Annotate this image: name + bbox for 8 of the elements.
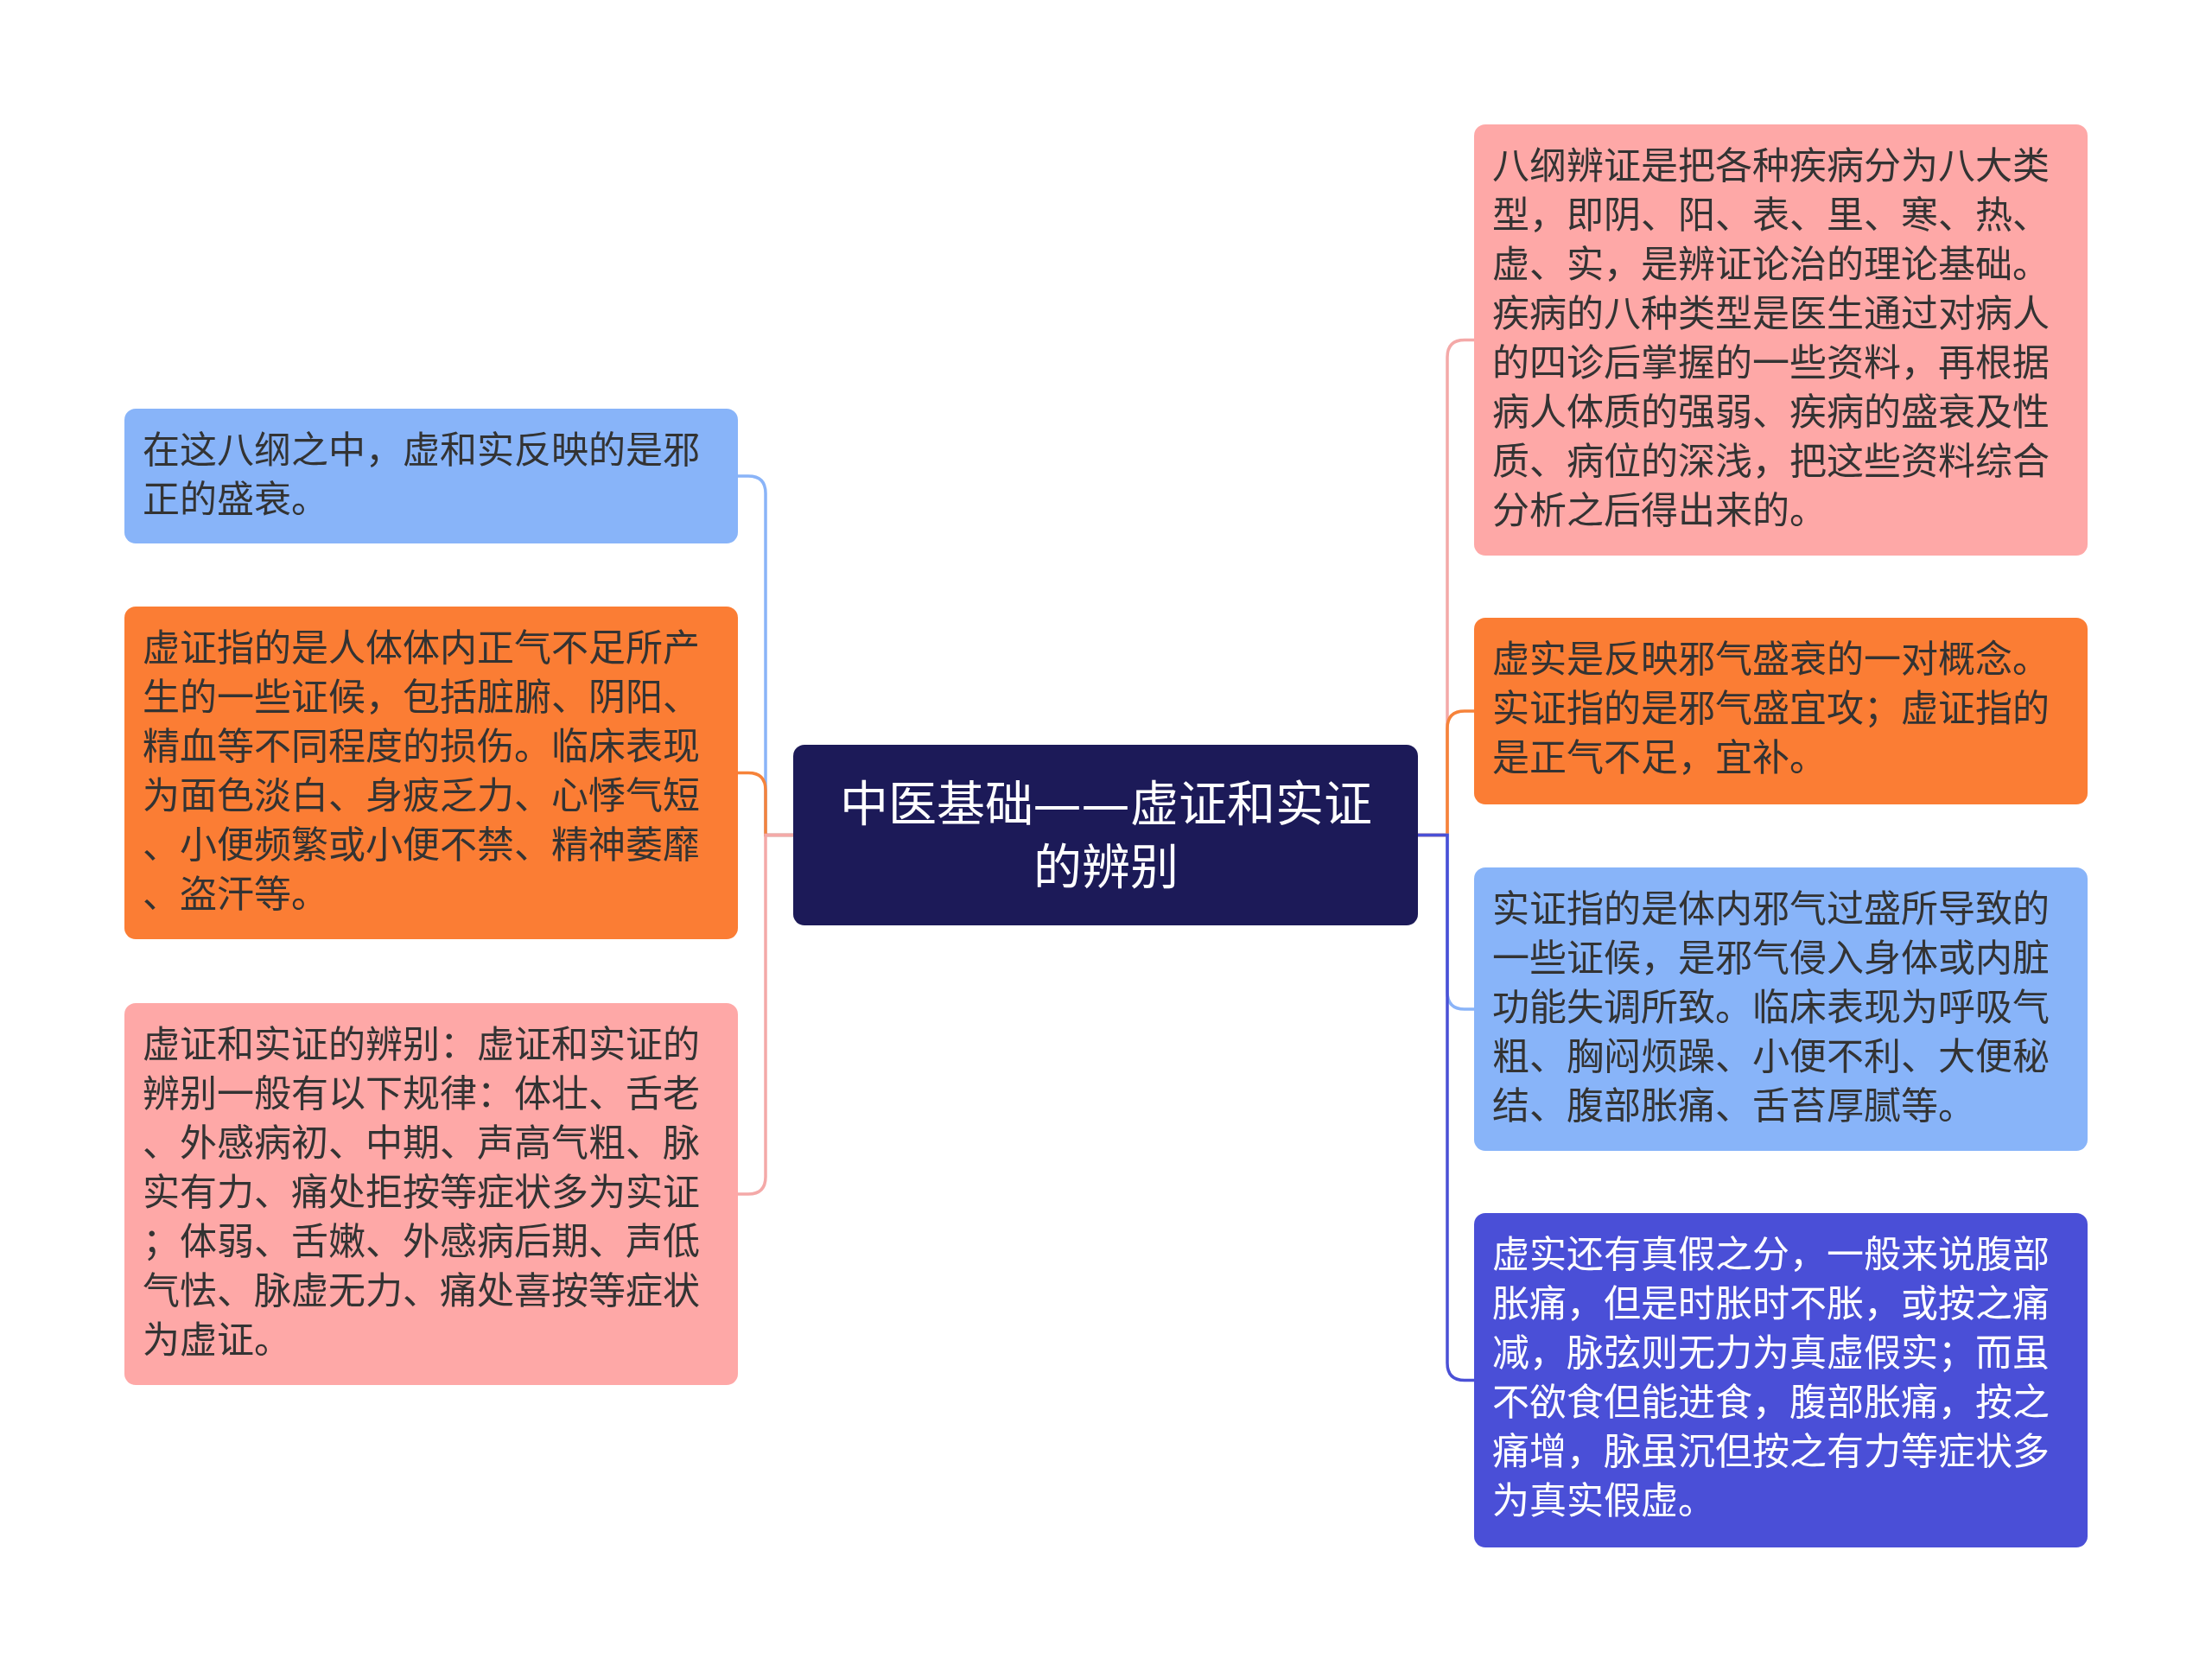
topic-box: 虚实还有真假之分，一般来说腹部胀痛，但是时胀时不胀，或按之痛减，脉弦则无力为真虚假实；而虽不欲食但能进食，腹部胀痛，按之痛增，脉虽沉但按之有力等症状多为真实假虚。 xyxy=(1474,1213,2088,1547)
topic-box: 虚证和实证的辨别：虚证和实证的辨别一般有以下规律：体壮、舌老、外感病初、中期、声高气粗、脉实有力、痛处拒按等症状多为实证；体弱、舌嫩、外感病后期、声低气怯、脉虚无力、痛处喜按等症状为虚证。 xyxy=(124,1003,738,1385)
topic-box: 实证指的是体内邪气过盛所导致的一些证候，是邪气侵入身体或内脏功能失调所致。临床表现为呼吸气粗、胸闷烦躁、小便不利、大便秘结、腹部胀痛、舌苔厚腻等。 xyxy=(1474,867,2088,1151)
topic-box: 虚实是反映邪气盛衰的一对概念。实证指的是邪气盛宜攻；虚证指的是正气不足，宜补。 xyxy=(1474,618,2088,804)
topic-box: 虚证指的是人体体内正气不足所产生的一些证候，包括脏腑、阴阳、精血等不同程度的损伤。临床表现为面色淡白、身疲乏力、心悸气短、小便频繁或小便不禁、精神萎靡、盗汗等。 xyxy=(124,607,738,939)
central-topic-box: 中医基础——虚证和实证的辨别 xyxy=(793,745,1418,925)
topic-box: 在这八纲之中，虚和实反映的是邪正的盛衰。 xyxy=(124,409,738,543)
topic-box: 八纲辨证是把各种疾病分为八大类型，即阴、阳、表、里、寒、热、虚、实，是辨证论治的理论基础。疾病的八种类型是医生通过对病人的四诊后掌握的一些资料，再根据病人体质的强弱、疾病的盛衰及性质、病位的深浅，把这些资料综合分析之后得出来的。 xyxy=(1474,124,2088,556)
